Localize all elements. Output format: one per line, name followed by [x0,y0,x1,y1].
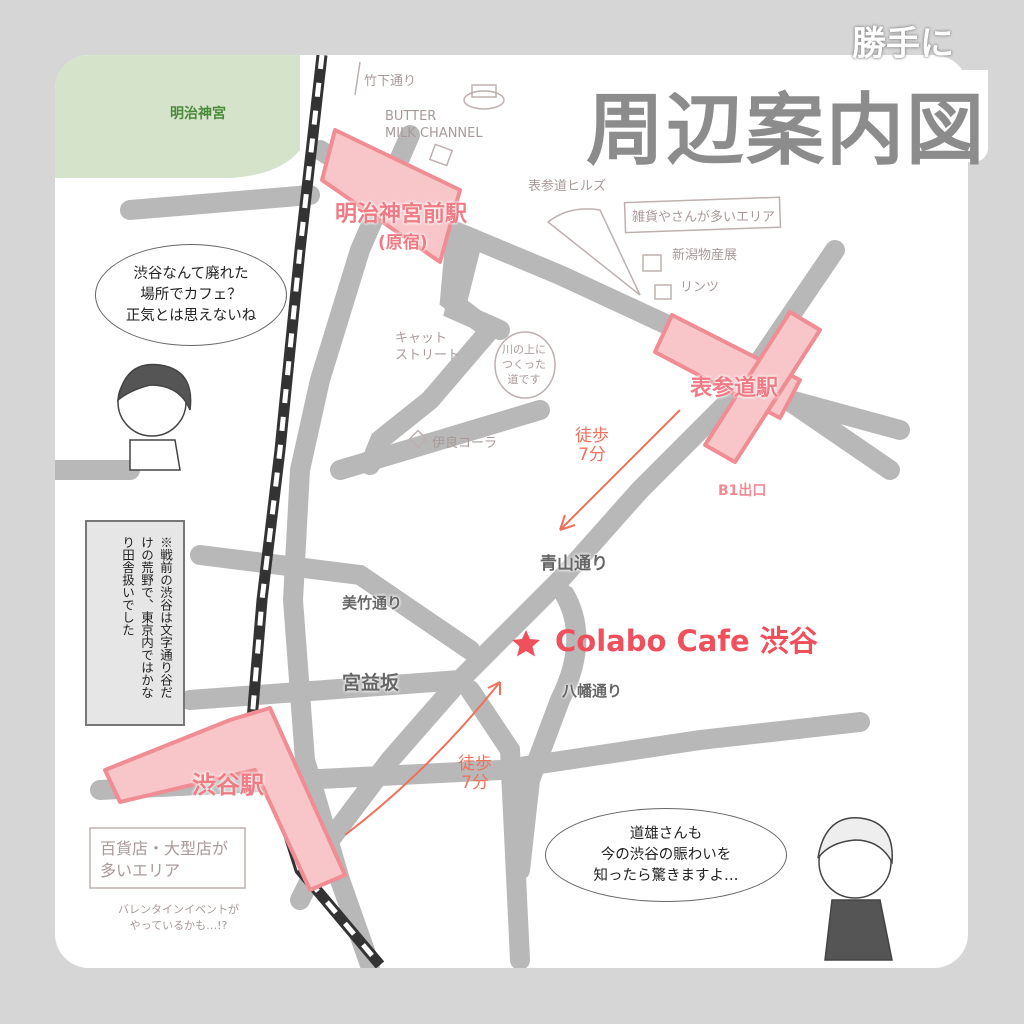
road-bottom [90,712,870,800]
road-hachiman [510,585,587,880]
exit-label: B1出口 [718,483,767,499]
landmark-buttermilk-line1: BUTTER [385,109,437,124]
station-harajuku-shape [320,128,462,264]
star-icon [512,630,540,657]
landmark-buttermilk: BUTTER MILK CHANNEL [385,108,483,142]
walk-label: 徒歩 [458,754,492,774]
speech-bubble-right: 道雄さんも 今の渋谷の賑わいを 知ったら驚きますよ… [545,808,787,902]
bubble-right-line1: 道雄さんも [629,825,703,842]
character-left [116,363,192,471]
landmark-lindt: リンツ [680,280,720,295]
valentine-line2: やっているかも…!? [129,919,228,932]
destination-label[interactable]: Colabo Cafe 渋谷 [555,624,818,658]
road-label-bichiku: 美竹通り [342,594,403,612]
walk-time-omotesando: 徒歩 7分 [575,427,609,465]
bubble-left-line1: 渋谷なんて廃れた [133,265,249,282]
park-area [55,55,300,178]
landmark-cat-street: キャット ストリート [395,330,460,364]
station-harajuku-sub: (原宿) [378,233,428,253]
river-note: 川の上に つくった 道です [502,342,546,387]
bubble-left-line2: 場所でカフェ？ [140,286,242,303]
dept-area-line1: 百貨店・大型店が [100,839,229,858]
dept-area: 百貨店・大型店が 多いエリア [100,838,228,882]
walk-label: 徒歩 [575,426,609,446]
road-east [780,390,910,440]
station-omotesando-shape2 [703,310,822,464]
road-label-miyamasuzaka: 宮益坂 [342,672,400,694]
river-note-line1: 川の上に [502,343,546,356]
station-omotesando-label[interactable]: 表参道駅 [690,376,779,401]
road-loop [443,240,510,340]
dept-area-line2: 多いエリア [100,861,181,880]
station-harajuku-label[interactable]: 明治神宮前駅 [335,202,468,227]
landmark-omotesando-hills: 表参道ヒルズ [528,179,607,194]
bubble-left-line3: 正気とは思えないね [125,307,257,324]
valentine-line1: バレンタインイベントが [118,903,239,916]
road-miyamasu [180,670,470,710]
bubble-right-line3: 知ったら驚きますよ… [593,867,739,884]
station-shibuya-label[interactable]: 渋谷駅 [192,771,264,799]
page-title: 周辺案内図 [586,86,987,176]
road-label-hachiman: 八幡通り [562,682,623,700]
history-note: ※戦前の渋谷は文字通り谷だけの荒野で、東京内ではかなり田舎扱いでした [85,520,185,726]
road-bichiku [190,545,480,660]
park-label: 明治神宮 [170,106,226,122]
station-shibuya-shape [103,706,347,892]
road-north [120,185,320,220]
bubble-right-line2: 今の渋谷の賑わいを [600,846,732,863]
speech-bubble-left: 渋谷なんて廃れた 場所でカフェ？ 正気とは思えないね [95,244,287,346]
landmark-niigata: 新潟物産展 [672,248,738,263]
landmark-buttermilk-line2: MILK CHANNEL [385,126,483,141]
walk-time-shibuya: 徒歩 7分 [458,755,492,793]
cat-street-line2: ストリート [395,348,461,363]
landmark-iyo-cola: 伊良コーラ [432,436,498,451]
road-lower [460,680,530,968]
landmark-takeshita: 竹下通り [364,74,417,89]
walk-arrows [344,409,681,836]
landmark-zakka-area: 雑貨やさんが多いエリア [632,210,776,225]
walk-time: 7分 [461,773,489,793]
road-aoyama [290,240,845,910]
cat-street-line1: キャット [395,331,448,346]
river-note-line3: 道です [507,373,541,386]
road-label-aoyama: 青山通り [540,554,608,574]
subtitle: 勝手に [852,24,954,64]
valentine-note: バレンタインイベントが やっているかも…!? [118,902,239,934]
river-note-line2: つくった [502,358,546,371]
title-box [578,70,988,162]
character-right [817,817,893,961]
sketch-marks [89,61,782,889]
walk-time: 7分 [578,445,606,465]
road-side [330,400,550,480]
